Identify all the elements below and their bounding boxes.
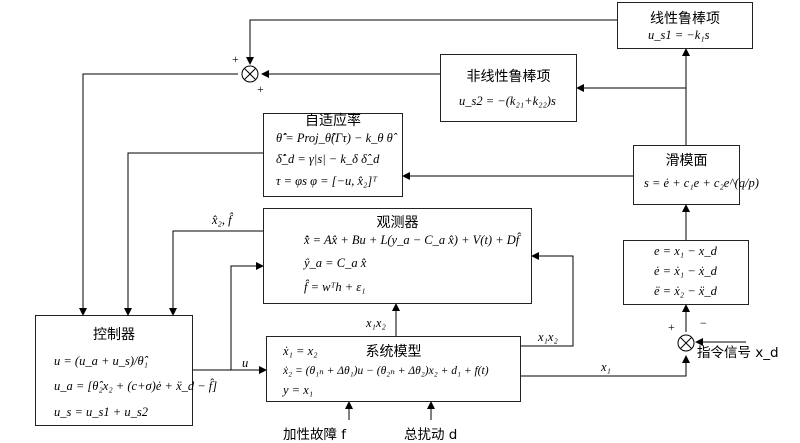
controller-eq-us: u_s = u_s1 + u_s2: [54, 405, 148, 419]
wire-system-to-observer-right: [521, 252, 574, 347]
adaptive-eq-tau: τ = φs φ = [−u, x̂₂]ᵀ: [276, 174, 378, 188]
sign-err-plus: +: [668, 320, 675, 334]
observer-title: 观测器: [376, 215, 419, 231]
system-model-title: 系统模型: [365, 344, 422, 360]
adaptive-eq-delta: δ̂̇_d = γ|s| − k_δ δ̂_d: [276, 152, 380, 166]
nonlinear-robust-eq: u_s2 = −(k₂₁+k₂₂)s: [459, 94, 556, 108]
error-eq-edot: ė = ẋ₁ − ẋ_d: [654, 264, 717, 278]
system-eq-y: y = x₁: [283, 383, 314, 397]
wire-u-to-observer: [230, 262, 264, 370]
controller-title: 控制器: [93, 327, 135, 343]
linear-robust-block: 线性鲁棒项 u_s1 = −k₁s: [617, 2, 753, 49]
label-x1x2-observer: x₁x₂: [366, 316, 386, 330]
label-x1: x₁: [601, 360, 611, 374]
system-eq-x2: ẋ₂ = (θ₁ₙ + Δθ₁)u − (θ₂ₙ + Δθ₂)x₂ + d₁ +…: [283, 365, 489, 377]
sliding-surface-block: 滑模面 s = ė + c₁e + c₂e^(q/p): [633, 145, 759, 205]
sum-junction-top: [241, 65, 259, 83]
label-total-disturbance: 总扰动 d: [404, 427, 458, 443]
controller-block: 控制器 u = (u_a + u_s)/θ̂₁ u_a = [θ̂₂x₂ + (…: [35, 315, 217, 426]
nonlinear-robust-title: 非线性鲁棒项: [466, 69, 551, 85]
wire-x1-to-junction: [521, 355, 690, 377]
error-eq-e: e = x₁ − x_d: [654, 244, 717, 258]
error-eq-eddot: ë = ẋ₂ − ẍ_d: [654, 284, 717, 298]
label-additive-fault: 加性故障 f: [283, 427, 347, 443]
sum-junction-error: [677, 334, 695, 352]
sign-sum-plus-bottom: +: [257, 82, 264, 96]
controller-eq-ua: u_a = [θ̂₂x₂ + (c+σ)ė + ẍ_d − f̂]: [54, 379, 218, 393]
wire-linear-to-sum: [246, 19, 617, 65]
linear-robust-title: 线性鲁棒项: [650, 11, 720, 27]
controller-eq-u: u = (u_a + u_s)/θ̂₁: [54, 354, 149, 368]
nonlinear-robust-block: 非线性鲁棒项 u_s2 = −(k₂₁+k₂₂)s: [440, 54, 577, 122]
observer-eq-output: ŷ_a = C_a x̂: [304, 256, 367, 270]
error-block: e = x₁ − x_d ė = ẋ₁ − ẋ_d ë = ẋ₂ − ẍ_d: [623, 240, 749, 305]
sliding-surface-eq: s = ė + c₁e + c₂e^(q/p): [644, 176, 759, 190]
observer-eq-state: x̂̇ = Ax̂ + Bu + L(y_a − C_a x̂) + V(t) …: [304, 233, 520, 247]
sliding-surface-title: 滑模面: [665, 153, 708, 169]
wire-sum-to-controller: [79, 73, 238, 316]
sign-sum-plus-left: +: [232, 52, 239, 66]
label-command-signal: 指令信号 x_d: [697, 345, 779, 361]
observer-eq-fault: f̂ = wᵀh + ε₁: [304, 280, 366, 294]
label-x2hat-fhat: x̂₂, f̂: [212, 213, 232, 227]
label-u: u: [242, 356, 249, 370]
adaptive-law-block: 自适应率 θ̂̇ = Proj_θ̂(Γτ) − k_θ θ̂ δ̂̇_d = …: [263, 113, 403, 197]
system-model-block: 系统模型 ẋ₁ = x₂ ẋ₂ = (θ₁ₙ + Δθ₁)u − (θ₂ₙ + …: [266, 336, 521, 402]
wire-observer-to-controller: [169, 230, 263, 316]
linear-robust-eq: u_s1 = −k₁s: [648, 28, 710, 42]
label-x1x2-right: x₁x₂: [538, 330, 558, 344]
sign-err-minus: −: [700, 316, 707, 330]
wire-adaptive-to-controller: [124, 152, 263, 316]
system-eq-x1: ẋ₁ = x₂: [283, 344, 318, 358]
adaptive-law-title: 自适应率: [305, 113, 361, 129]
adaptive-eq-theta: θ̂̇ = Proj_θ̂(Γτ) − k_θ θ̂: [276, 131, 393, 145]
wire-sliding-to-nonlinear: [576, 84, 687, 145]
observer-block: 观测器 x̂̇ = Ax̂ + Bu + L(y_a − C_a x̂) + V…: [263, 208, 532, 304]
